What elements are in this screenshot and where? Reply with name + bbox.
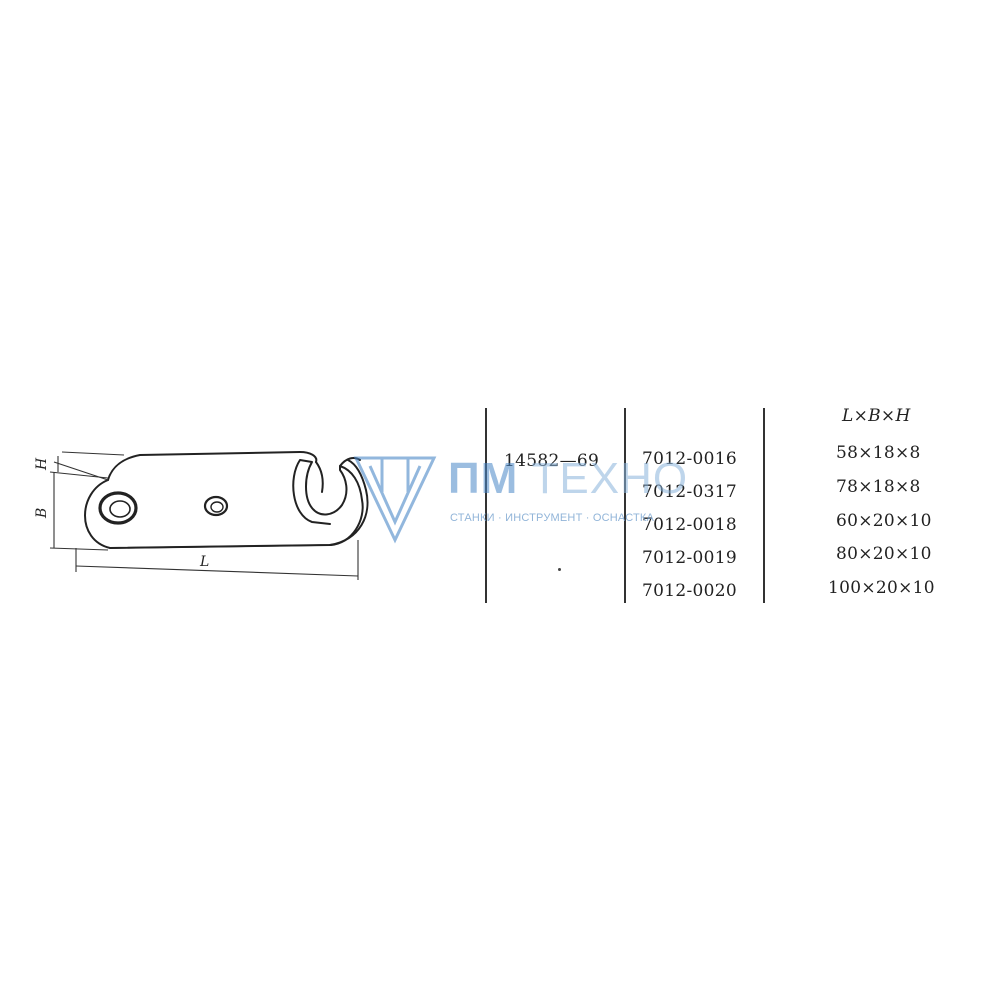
standard-number: 14582—69: [504, 451, 600, 471]
dim-h-label: H: [34, 457, 50, 471]
center-hole-outer: [203, 495, 229, 517]
center-hole-inner: [210, 501, 224, 513]
watermark-title-left: ПМ: [448, 454, 519, 503]
dim-l-label: L: [199, 554, 209, 570]
stray-dot: [558, 568, 561, 571]
dim-b-label: B: [34, 508, 50, 519]
plate-top-edge: [107, 451, 318, 481]
table-row-code: 7012-0018: [642, 515, 737, 535]
table-row-size: 100×20×10: [828, 578, 935, 598]
left-hole-outer: [98, 491, 138, 525]
table-row-code: 7012-0020: [642, 581, 737, 601]
watermark-title-right: ТЕХНО: [531, 454, 689, 503]
table-rule-1: [485, 408, 487, 603]
watermark-subtitle: СТАНКИ · ИНСТРУМЕНТ · ОСНАСТКА: [450, 512, 655, 524]
table-rule-3: [763, 408, 765, 603]
table-row-code: 7012-0317: [642, 482, 737, 502]
table-rule-2: [624, 408, 626, 603]
table-row-size: 80×20×10: [836, 544, 932, 564]
table-row-size: 60×20×10: [836, 511, 932, 531]
watermark-logo: ПМ ТЕХНО СТАНКИ · ИНСТРУМЕНТ · ОСНАСТКА: [352, 452, 687, 547]
table-row-size: 78×18×8: [836, 477, 921, 497]
table-row-size: 58×18×8: [836, 443, 921, 463]
plate-bottom-edge: [109, 544, 333, 549]
table-row-code: 7012-0019: [642, 548, 737, 568]
watermark-title: ПМ ТЕХНО: [448, 454, 688, 504]
left-hole-inner: [109, 500, 131, 518]
hook-lower: [329, 459, 369, 546]
table-row-code: 7012-0016: [642, 449, 737, 469]
column-header-dimensions: L×B×H: [842, 406, 911, 426]
triangle-logo-icon: [353, 456, 437, 544]
